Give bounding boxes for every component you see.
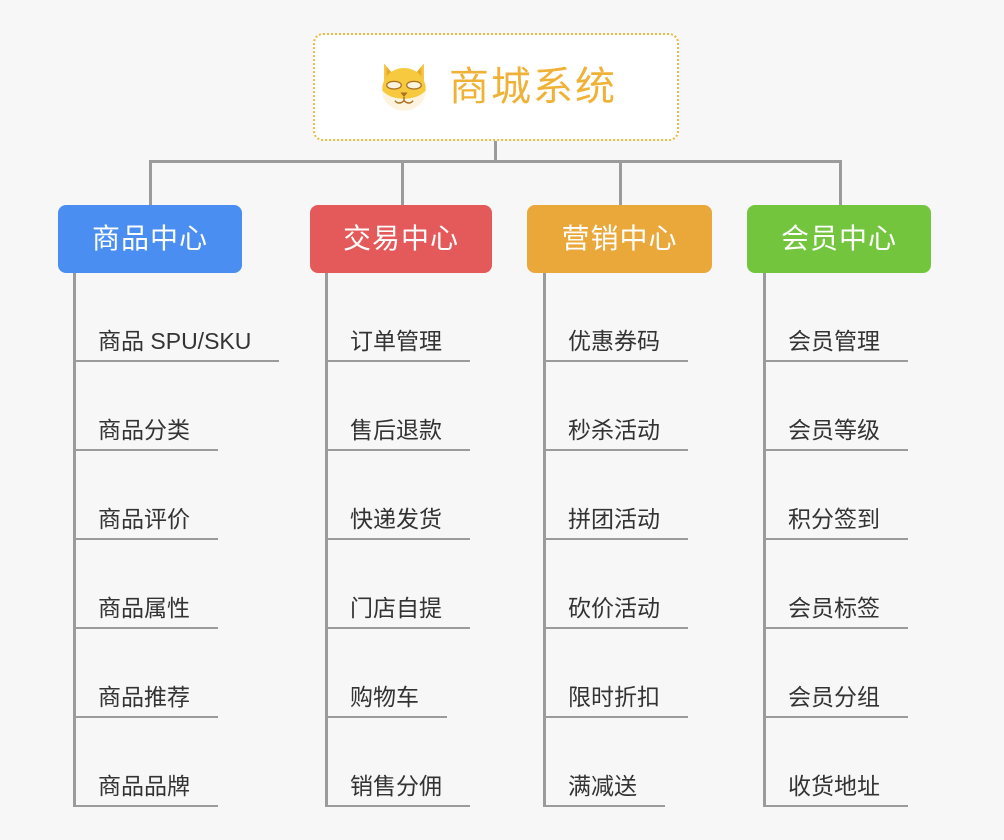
leaf-item-label: 积分签到 (788, 508, 908, 540)
connector-drop-2 (401, 160, 404, 205)
leaf-item[interactable]: 会员管理 (763, 273, 908, 362)
leaf-item[interactable]: 会员分组 (763, 629, 908, 718)
leaf-item[interactable]: 门店自提 (325, 540, 470, 629)
leaf-item-underline (73, 805, 103, 807)
leaf-item[interactable]: 秒杀活动 (543, 362, 688, 451)
leaf-item[interactable]: 商品评价 (73, 451, 279, 540)
leaf-item[interactable]: 会员等级 (763, 362, 908, 451)
leaf-spine (763, 273, 766, 807)
leaf-item-underline (325, 449, 355, 451)
leaf-item-label: 拼团活动 (568, 508, 688, 540)
branch-label: 商品中心 (91, 223, 208, 254)
leaf-item-underline (543, 360, 573, 362)
leaf-item-label: 商品 SPU/SKU (98, 330, 280, 362)
branch-node-交易中心[interactable]: 交易中心 (310, 205, 492, 273)
leaf-item[interactable]: 拼团活动 (543, 451, 688, 540)
branch-node-会员中心[interactable]: 会员中心 (747, 205, 931, 273)
leaf-item-label: 购物车 (350, 686, 447, 718)
leaf-item[interactable]: 商品推荐 (73, 629, 279, 718)
leaf-item[interactable]: 会员标签 (763, 540, 908, 629)
branch-node-营销中心[interactable]: 营销中心 (527, 205, 712, 273)
root-title: 商城系统 (449, 65, 617, 109)
leaf-item-label: 门店自提 (350, 597, 470, 629)
leaf-item[interactable]: 满减送 (543, 718, 688, 807)
leaf-item-underline (73, 449, 103, 451)
root-node[interactable]: 商城系统 (313, 33, 679, 141)
leaf-item-underline (763, 627, 793, 629)
leaf-item[interactable]: 收货地址 (763, 718, 908, 807)
leaf-item-underline (763, 805, 793, 807)
leaf-item[interactable]: 购物车 (325, 629, 470, 718)
leaf-item[interactable]: 商品属性 (73, 540, 279, 629)
leaf-item[interactable]: 优惠券码 (543, 273, 688, 362)
leaf-item-underline (763, 538, 793, 540)
leaf-item-label: 砍价活动 (568, 597, 688, 629)
leaf-column-3: 优惠券码秒杀活动拼团活动砍价活动限时折扣满减送 (543, 273, 688, 807)
leaf-item-underline (763, 716, 793, 718)
leaf-item-label: 商品分类 (98, 419, 218, 451)
leaf-item-underline (73, 627, 103, 629)
leaf-item-label: 商品属性 (98, 597, 218, 629)
leaf-item[interactable]: 砍价活动 (543, 540, 688, 629)
leaf-item-underline (543, 716, 573, 718)
leaf-spine (325, 273, 328, 807)
leaf-item[interactable]: 限时折扣 (543, 629, 688, 718)
leaf-item-underline (325, 716, 355, 718)
leaf-spine (73, 273, 76, 807)
leaf-item[interactable]: 积分签到 (763, 451, 908, 540)
leaf-item-label: 会员标签 (788, 597, 908, 629)
connector-drop-1 (149, 160, 152, 205)
leaf-item-label: 商品评价 (98, 508, 218, 540)
branch-node-商品中心[interactable]: 商品中心 (58, 205, 242, 273)
leaf-item-label: 收货地址 (788, 775, 908, 807)
leaf-item[interactable]: 商品品牌 (73, 718, 279, 807)
leaf-item-underline (543, 805, 573, 807)
leaf-item-underline (73, 538, 103, 540)
leaf-item-label: 秒杀活动 (568, 419, 688, 451)
leaf-column-4: 会员管理会员等级积分签到会员标签会员分组收货地址 (763, 273, 908, 807)
connector-horizontal-bus (149, 160, 842, 163)
leaf-spine (543, 273, 546, 807)
leaf-column-1: 商品 SPU/SKU 商品分类商品评价商品属性商品推荐商品品牌 (73, 273, 280, 807)
leaf-item-label: 会员分组 (788, 686, 908, 718)
leaf-column-2: 订单管理售后退款快递发货门店自提购物车销售分佣 (325, 273, 470, 807)
leaf-item[interactable]: 商品分类 (73, 362, 279, 451)
leaf-item-underline (325, 805, 355, 807)
leaf-item-underline (73, 360, 103, 362)
leaf-item-underline (763, 360, 793, 362)
leaf-item-label: 订单管理 (350, 330, 470, 362)
leaf-item-underline (543, 627, 573, 629)
connector-drop-4 (839, 160, 842, 205)
leaf-item[interactable]: 订单管理 (325, 273, 470, 362)
leaf-item-label: 售后退款 (350, 419, 470, 451)
leaf-item[interactable]: 售后退款 (325, 362, 470, 451)
leaf-item-underline (763, 449, 793, 451)
leaf-item-label: 商品品牌 (98, 775, 218, 807)
leaf-item-label: 限时折扣 (568, 686, 688, 718)
shiba-dog-face-icon (382, 63, 426, 111)
connector-drop-3 (619, 160, 622, 205)
leaf-item-label: 满减送 (568, 775, 665, 807)
leaf-item-underline (543, 538, 573, 540)
leaf-item-label: 销售分佣 (350, 775, 470, 807)
leaf-item-underline (325, 538, 355, 540)
leaf-item[interactable]: 快递发货 (325, 451, 470, 540)
leaf-item-label: 快递发货 (350, 508, 470, 540)
leaf-item-label: 会员管理 (788, 330, 908, 362)
leaf-item-underline (325, 627, 355, 629)
branch-label: 营销中心 (561, 223, 678, 254)
branch-label: 会员中心 (780, 223, 897, 254)
leaf-item-underline (73, 716, 103, 718)
branch-label: 交易中心 (342, 223, 459, 254)
leaf-item-underline (325, 360, 355, 362)
leaf-item-label: 商品推荐 (98, 686, 218, 718)
leaf-item-label: 优惠券码 (568, 330, 688, 362)
connector-root-stem (494, 141, 497, 163)
leaf-item[interactable]: 商品 SPU/SKU (73, 273, 280, 362)
leaf-item-underline (543, 449, 573, 451)
leaf-item[interactable]: 销售分佣 (325, 718, 470, 807)
leaf-item-label: 会员等级 (788, 419, 908, 451)
